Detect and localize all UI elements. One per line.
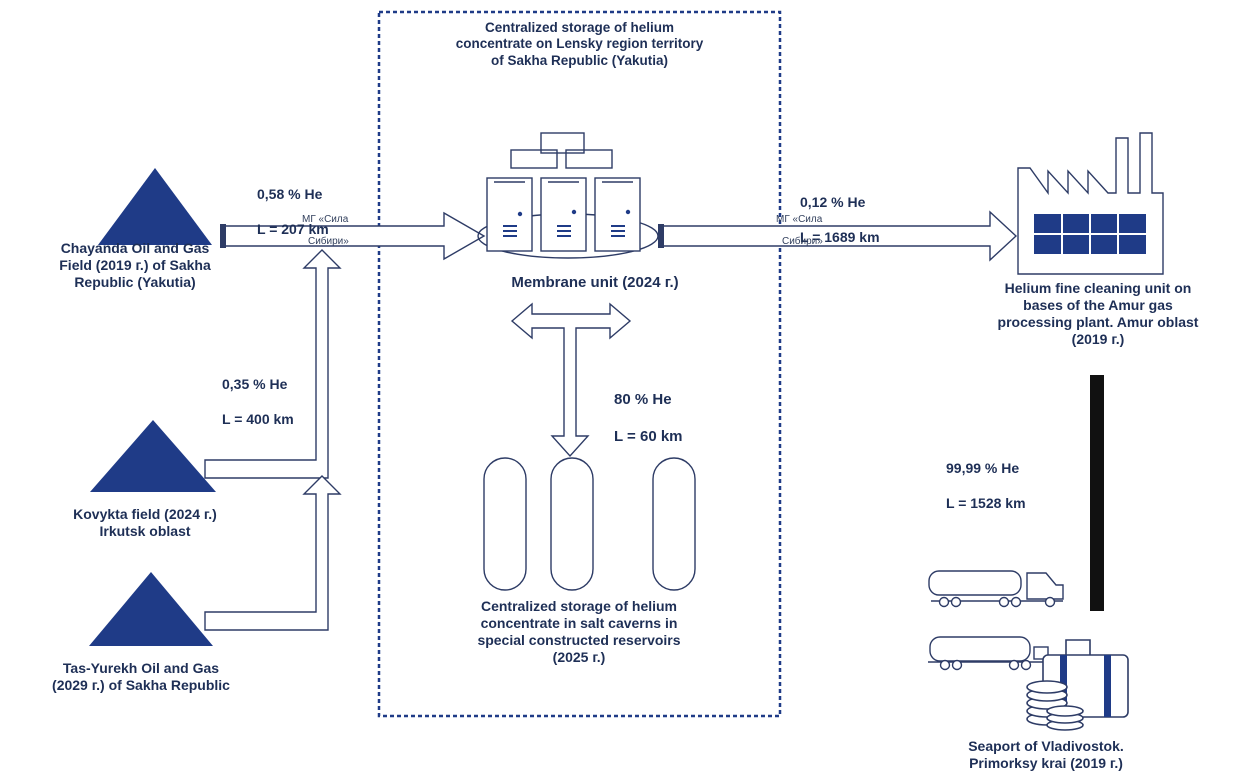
rail-tank-car-icon [928,636,1052,671]
chayanda-length: L = 207 km [257,220,329,237]
kovykta-flow-rate: 0,35 % He L = 400 km [222,358,294,446]
amur-pipeline-cap [658,224,664,248]
membrane-server-cabinets-icon [486,132,641,252]
membrane-unit-label: Membrane unit (2024 г.) [511,274,679,291]
chayanda-field-triangle-icon [98,168,212,245]
storage-concentration: 80 % He [614,390,672,408]
coin-stack-icon [1026,680,1084,731]
chayanda-concentration: 0,58 % He [257,185,323,202]
pipeline-name-left-line1: МГ «Сила [302,214,349,225]
cabinet-vents [503,225,625,237]
rail-line [1090,375,1104,611]
storage-flow-rate: 80 % He L = 60 km [614,372,683,466]
cabinet-dots [517,209,631,217]
salt-cavern-storage-label: Centralized storage of helium concentrat… [477,598,681,666]
port-length: L = 1528 km [946,494,1026,511]
central-storage-boundary [377,10,782,718]
storage-tank-3-cylinder-tank-icon [652,457,696,591]
chayanda-field-label: Chayanda Oil and Gas Field (2019 г.) of … [59,240,211,291]
tas-yurekh-field-triangle-icon [89,572,213,646]
tas-yurekh-feeder-arrow-icon [204,475,342,631]
storage-length: L = 60 km [614,428,683,446]
storage-tank-2-cylinder-tank-icon [550,457,594,591]
amur-pipeline-arrow-icon [661,210,1018,262]
seaport-label: Seaport of Vladivostok. Primorksy krai (… [968,738,1124,772]
kovykta-concentration: 0,35 % He [222,375,288,392]
port-concentration: 99,99 % He [946,459,1020,476]
central-storage-title: Centralized storage of helium concentrat… [455,20,704,68]
factory-windows [1034,214,1146,254]
amur-length: L = 1689 km [800,228,880,245]
chayanda-pipeline-arrow-icon [221,211,486,261]
pipeline-name-right-line2: Сибири» [782,236,823,247]
amur-flow-rate: 0,12 % He L = 1689 km [800,176,880,264]
amur-plant-label: Helium fine cleaning unit on bases of th… [997,280,1199,348]
chayanda-flow-rate: 0,58 % He L = 207 km [257,168,329,256]
kovykta-field-triangle-icon [90,420,216,492]
kovykta-field-label: Kovykta field (2024 г.) Irkutsk oblast [73,506,217,540]
pipeline-name-right-line1: МГ «Сила [776,214,823,225]
truck-icon [928,570,1064,608]
tas-yurekh-field-label: Tas-Yurekh Oil and Gas (2029 г.) of Sakh… [52,660,230,694]
pipeline-name-left-line2: Сибири» [308,236,349,247]
amur-concentration: 0,12 % He [800,193,866,210]
port-flow-rate: 99,99 % He L = 1528 km [946,442,1026,530]
kovykta-feeder-arrow-icon [204,249,342,479]
storage-tank-1-cylinder-tank-icon [483,457,527,591]
pipeline-start-cap [220,224,226,248]
kovykta-length: L = 400 km [222,410,294,427]
storage-link-arrow-icon [510,302,632,458]
